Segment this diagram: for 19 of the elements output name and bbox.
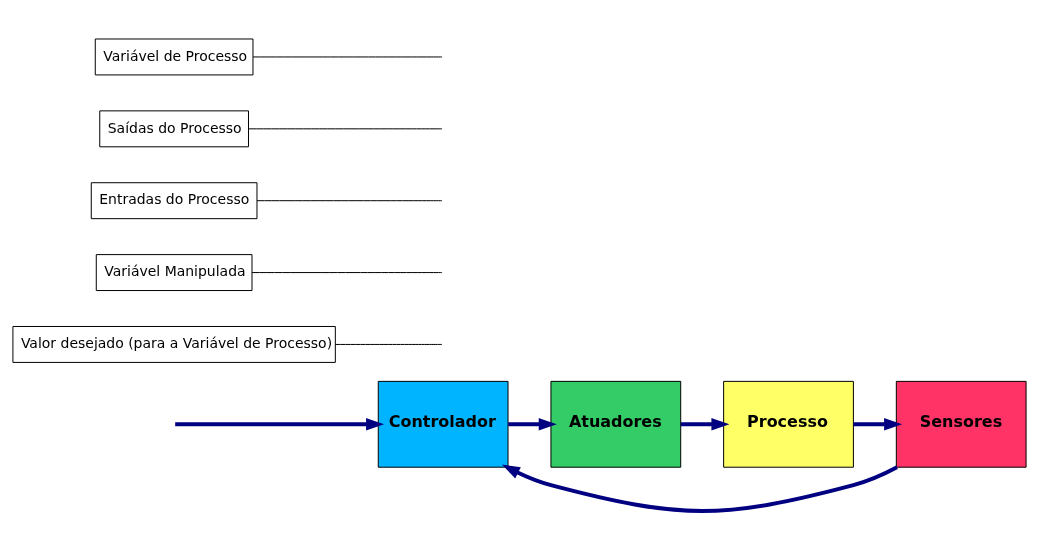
connector	[251, 272, 443, 274]
node-box: Saídas do Processo	[99, 110, 249, 148]
node-box: Entradas do Processo	[90, 182, 258, 220]
node-box: Controlador	[377, 380, 509, 468]
connector	[252, 56, 443, 58]
node-box: Valor desejado (para a Variável de Processo)	[12, 325, 336, 363]
arrow	[853, 418, 903, 431]
arrow	[175, 418, 385, 431]
connector	[334, 343, 443, 345]
node-box: Atuadores	[550, 380, 682, 468]
node-box: Sensores	[895, 380, 1027, 468]
node-box: Processo	[723, 380, 854, 468]
node-box: Variável Manipulada	[95, 254, 253, 292]
node-box: Variável de Processo	[94, 38, 254, 76]
arrow	[501, 464, 898, 513]
connector	[256, 200, 443, 202]
arrow	[680, 418, 730, 431]
connector	[248, 128, 443, 130]
arrow	[508, 418, 557, 431]
